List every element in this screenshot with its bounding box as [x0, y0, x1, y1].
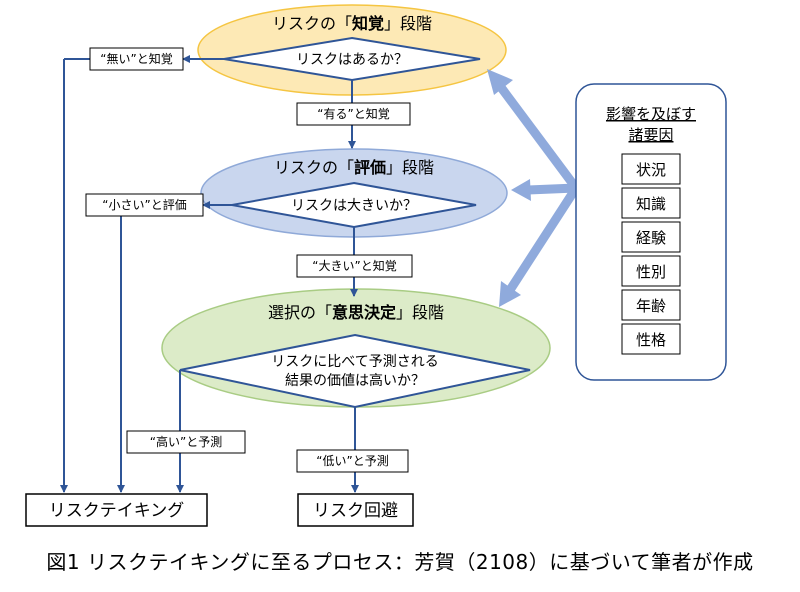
edge-label-small: “小さい”と評価	[85, 193, 204, 217]
influence-arrow-to-decision	[499, 185, 580, 307]
evaluation-stage: リスクの「評価」段階 リスクは大きいか？	[200, 148, 508, 238]
factor-item: 知識	[621, 187, 681, 219]
svg-text:“大きい”と知覚: “大きい”と知覚	[312, 259, 396, 273]
svg-text:“高い”と予測: “高い”と予測	[150, 434, 222, 449]
figure-caption: 図1 リスクテイキングに至るプロセス：芳賀（2108）に基づいて筆者が作成	[46, 550, 754, 574]
factor-label: 性格	[636, 331, 666, 349]
factor-label: 年齢	[636, 297, 666, 315]
svg-text:“低い”と予測: “低い”と予測	[316, 454, 388, 468]
edge-label-no-risk: “無い”と知覚	[89, 47, 184, 71]
svg-text:“有る”と知覚: “有る”と知覚	[317, 107, 389, 121]
edge-labels: “無い”と知覚 “有る”と知覚 “小さい”と評価 “大きい”と知覚 “高い”と予…	[85, 47, 413, 473]
factor-item: 性別	[621, 255, 681, 287]
svg-text:リスクテイキング: リスクテイキング	[49, 501, 185, 521]
factors-title-line-2: 諸要因	[628, 126, 673, 144]
decision-question-line-2: 結果の価値は高いか？	[285, 372, 425, 389]
factor-label: 性別	[636, 263, 666, 281]
svg-text:“無い”と知覚: “無い”と知覚	[100, 51, 172, 66]
influence-arrow-to-evaluation	[511, 179, 577, 201]
factors-title-line-1: 影響を及ぼす	[606, 105, 696, 123]
factor-label: 状況	[636, 161, 666, 179]
influence-arrows	[487, 69, 580, 307]
perception-stage-title: リスクの「知覚」段階	[272, 14, 432, 33]
outcome-risk-taking: リスクテイキング	[25, 493, 208, 527]
factor-item: 経験	[621, 221, 681, 253]
evaluation-stage-title: リスクの「評価」段階	[274, 158, 434, 177]
edge-label-large: “大きい”と知覚	[296, 254, 413, 278]
perception-question: リスクはあるか？	[296, 52, 408, 68]
decision-stage: 選択の「意思決定」段階 リスクに比べて予測される 結果の価値は高いか？	[161, 288, 551, 409]
edge-label-high: “高い”と予測	[126, 430, 246, 454]
svg-text:“小さい”と評価: “小さい”と評価	[102, 197, 186, 212]
factor-item: 性格	[621, 323, 681, 355]
svg-text:リスク回避: リスク回避	[313, 501, 398, 521]
outcome-risk-avoidance: リスク回避	[297, 493, 414, 527]
evaluation-question: リスクは大きいか？	[291, 198, 417, 214]
flow-connectors	[60, 55, 359, 493]
decision-question-line-1: リスクに比べて予測される	[271, 354, 438, 370]
process-diagram: リスクの「知覚」段階 リスクはあるか？ リスクの「評価」段階 リスクは大きいか？…	[25, 4, 727, 527]
decision-stage-title: 選択の「意思決定」段階	[268, 303, 444, 322]
factor-item: 年齢	[621, 289, 681, 321]
edge-label-has-risk: “有る”と知覚	[296, 102, 411, 126]
factor-label: 経験	[636, 229, 666, 247]
influence-arrow-to-perception	[487, 69, 580, 191]
factor-item: 状況	[621, 153, 681, 185]
factor-label: 知識	[636, 195, 666, 213]
edge-label-low: “低い”と予測	[296, 449, 409, 473]
